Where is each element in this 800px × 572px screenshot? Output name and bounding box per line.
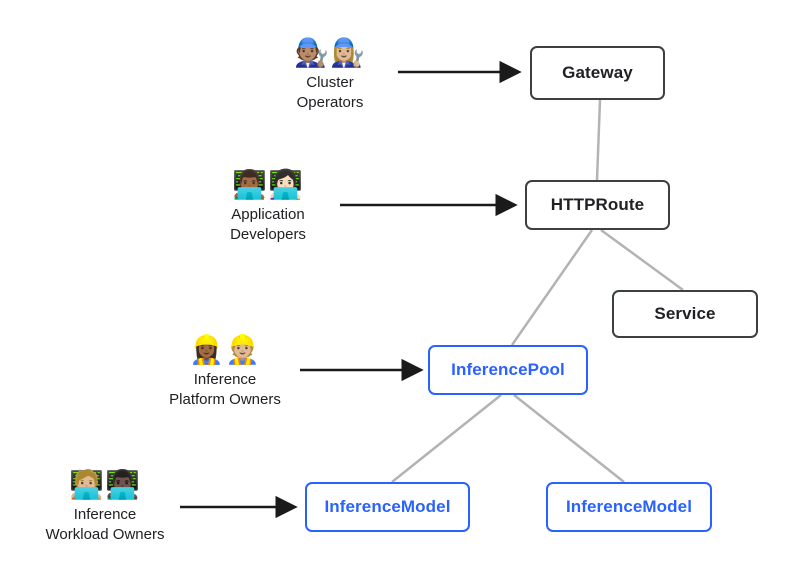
actor-inference-workload-owners: 🧑🏼‍💻👨🏿‍💻 Inference Workload Owners	[20, 468, 190, 545]
inference-workload-owners-icon: 🧑🏼‍💻👨🏿‍💻	[69, 468, 141, 501]
edge-httproute-service	[600, 228, 684, 292]
httproute-node-label: HTTPRoute	[550, 195, 645, 214]
application-developers-icon: 👨🏾‍💻👩🏻‍💻	[232, 168, 304, 201]
edge-gateway-httproute	[595, 99, 602, 181]
inferencemodel-right-label: InferenceModel	[565, 497, 693, 516]
inferencemodel-node-right: InferenceModel	[546, 482, 712, 532]
httproute-node: HTTPRoute	[525, 180, 670, 230]
actor-application-developers-label: Application Developers	[230, 205, 306, 244]
inferencemodel-node-left: InferenceModel	[305, 482, 470, 532]
actor-application-developers: 👨🏾‍💻👩🏻‍💻 Application Developers	[183, 168, 353, 245]
edge-inferencepool-inferencemodel-right	[513, 394, 625, 483]
service-node-label: Service	[654, 304, 716, 323]
edge-httproute-inferencepool	[510, 229, 594, 346]
actor-cluster-operators: 🧑🏽‍🔧👩🏼‍🔧 Cluster Operators	[245, 36, 415, 113]
actor-inference-workload-owners-label: Inference Workload Owners	[45, 505, 165, 544]
edge-inferencepool-inferencemodel-left	[391, 394, 502, 483]
cluster-operators-icon: 🧑🏽‍🔧👩🏼‍🔧	[294, 36, 366, 69]
actor-cluster-operators-label: Cluster Operators	[296, 73, 364, 112]
gateway-node-label: Gateway	[562, 63, 633, 82]
service-node: Service	[612, 290, 758, 338]
inference-platform-owners-icon: 👷🏾‍♀️👷🏼	[189, 333, 261, 366]
actor-inference-platform-owners: 👷🏾‍♀️👷🏼 Inference Platform Owners	[140, 333, 310, 410]
inferencepool-node: InferencePool	[428, 345, 588, 395]
actor-inference-platform-owners-label: Inference Platform Owners	[169, 370, 281, 409]
inferencepool-node-label: InferencePool	[451, 360, 565, 379]
inferencemodel-left-label: InferenceModel	[324, 497, 451, 516]
gateway-node: Gateway	[530, 46, 665, 100]
